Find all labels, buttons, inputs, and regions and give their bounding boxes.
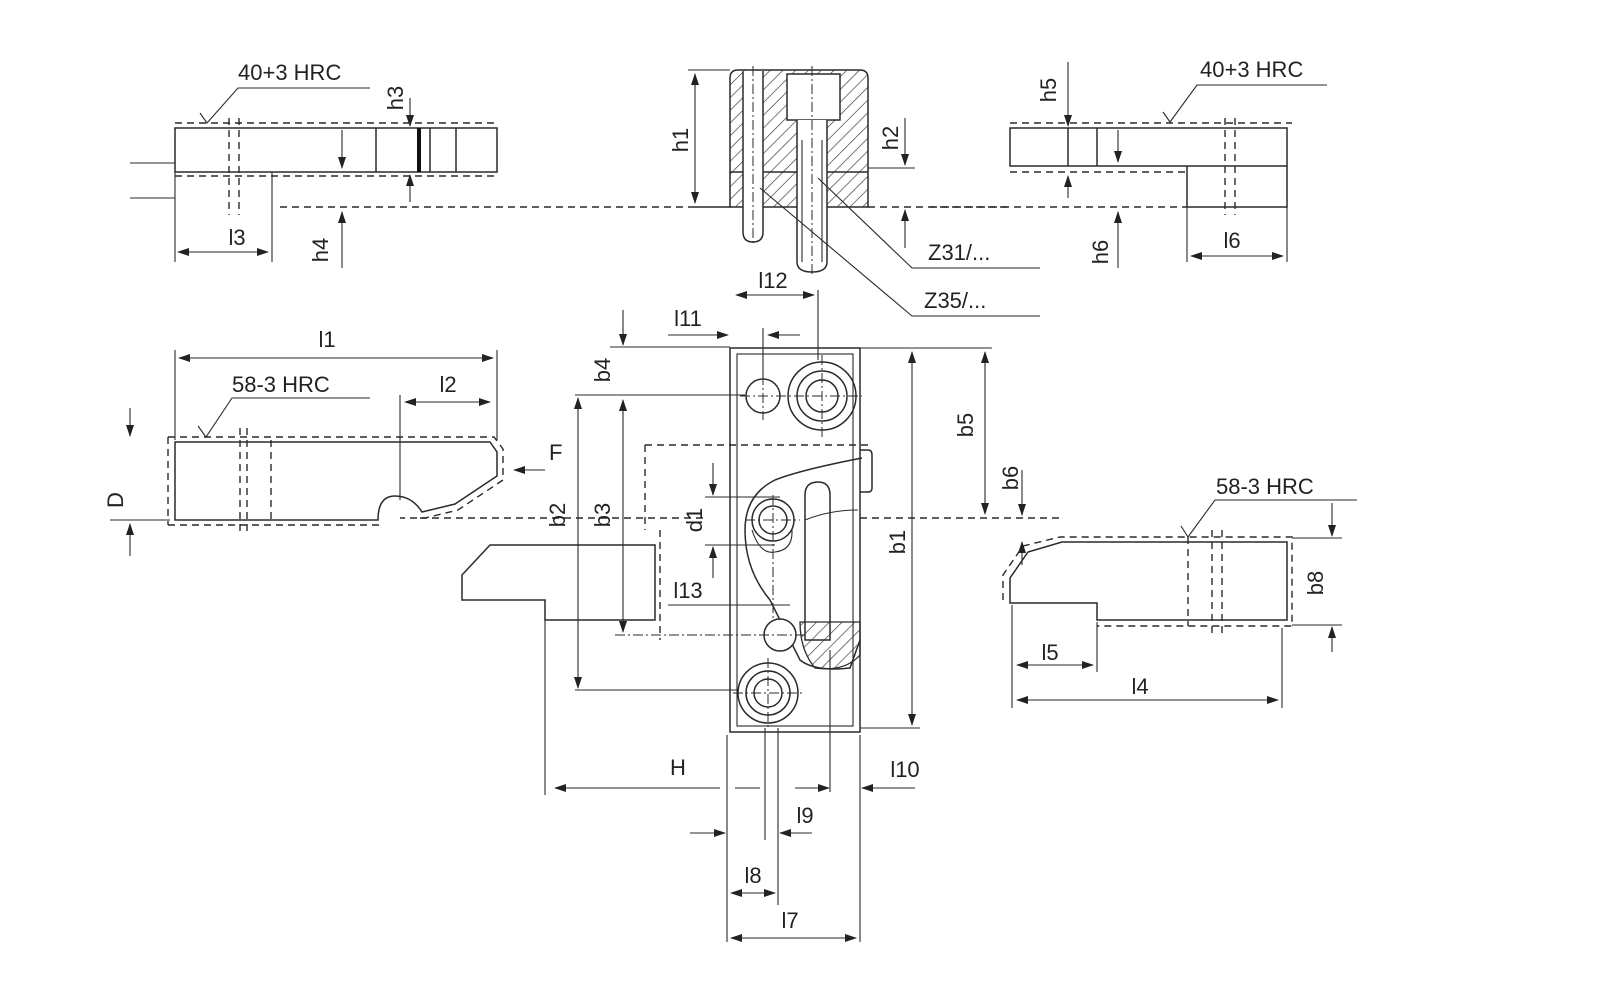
dim-b6: b6 <box>998 466 1023 490</box>
dim-l6: l6 <box>1223 228 1240 253</box>
dim-h2: h2 <box>878 126 903 150</box>
dim-b1: b1 <box>885 530 910 554</box>
top-right-part-view <box>930 62 1327 268</box>
dim-h: H <box>670 755 686 780</box>
dim-l10: l10 <box>890 757 919 782</box>
dim-l11: l11 <box>674 306 702 331</box>
dim-d: D <box>103 492 128 508</box>
dim-d1: d1 <box>682 508 707 532</box>
mid-left-part-view <box>110 350 705 556</box>
dim-b8: b8 <box>1303 571 1328 595</box>
top-left-part-view <box>130 87 498 268</box>
force-label-f: F <box>549 440 562 465</box>
hardness-label: 40+3 HRC <box>1200 57 1303 82</box>
dim-b5: b5 <box>953 413 978 437</box>
part-ref-z35: Z35/... <box>924 288 986 313</box>
hardness-label: 58-3 HRC <box>232 372 330 397</box>
dim-l5: l5 <box>1041 640 1058 665</box>
hardness-label: 58-3 HRC <box>1216 474 1314 499</box>
top-section-view <box>688 66 1040 317</box>
dim-l4: l4 <box>1131 674 1148 699</box>
dim-l3: l3 <box>228 225 245 250</box>
mid-right-part-view <box>1002 499 1357 708</box>
dim-h5: h5 <box>1036 78 1061 102</box>
dim-l12: l12 <box>758 268 787 293</box>
part-ref-z31: Z31/... <box>928 240 990 265</box>
dim-h6: h6 <box>1088 240 1113 264</box>
dim-l13: l13 <box>673 578 702 603</box>
dim-l2: l2 <box>439 372 456 397</box>
dim-b3: b3 <box>590 503 615 527</box>
dim-h4: h4 <box>308 238 333 262</box>
dim-b4: b4 <box>590 358 615 382</box>
dim-h3: h3 <box>383 86 408 110</box>
hardness-label: 40+3 HRC <box>238 60 341 85</box>
dim-l9: l9 <box>796 803 813 828</box>
dim-l8: l8 <box>744 863 761 888</box>
dim-b2: b2 <box>545 503 570 527</box>
dim-h1: h1 <box>668 128 693 152</box>
dim-l1: l1 <box>318 327 335 352</box>
dim-l7: l7 <box>781 908 798 933</box>
center-main-view <box>461 290 1060 942</box>
